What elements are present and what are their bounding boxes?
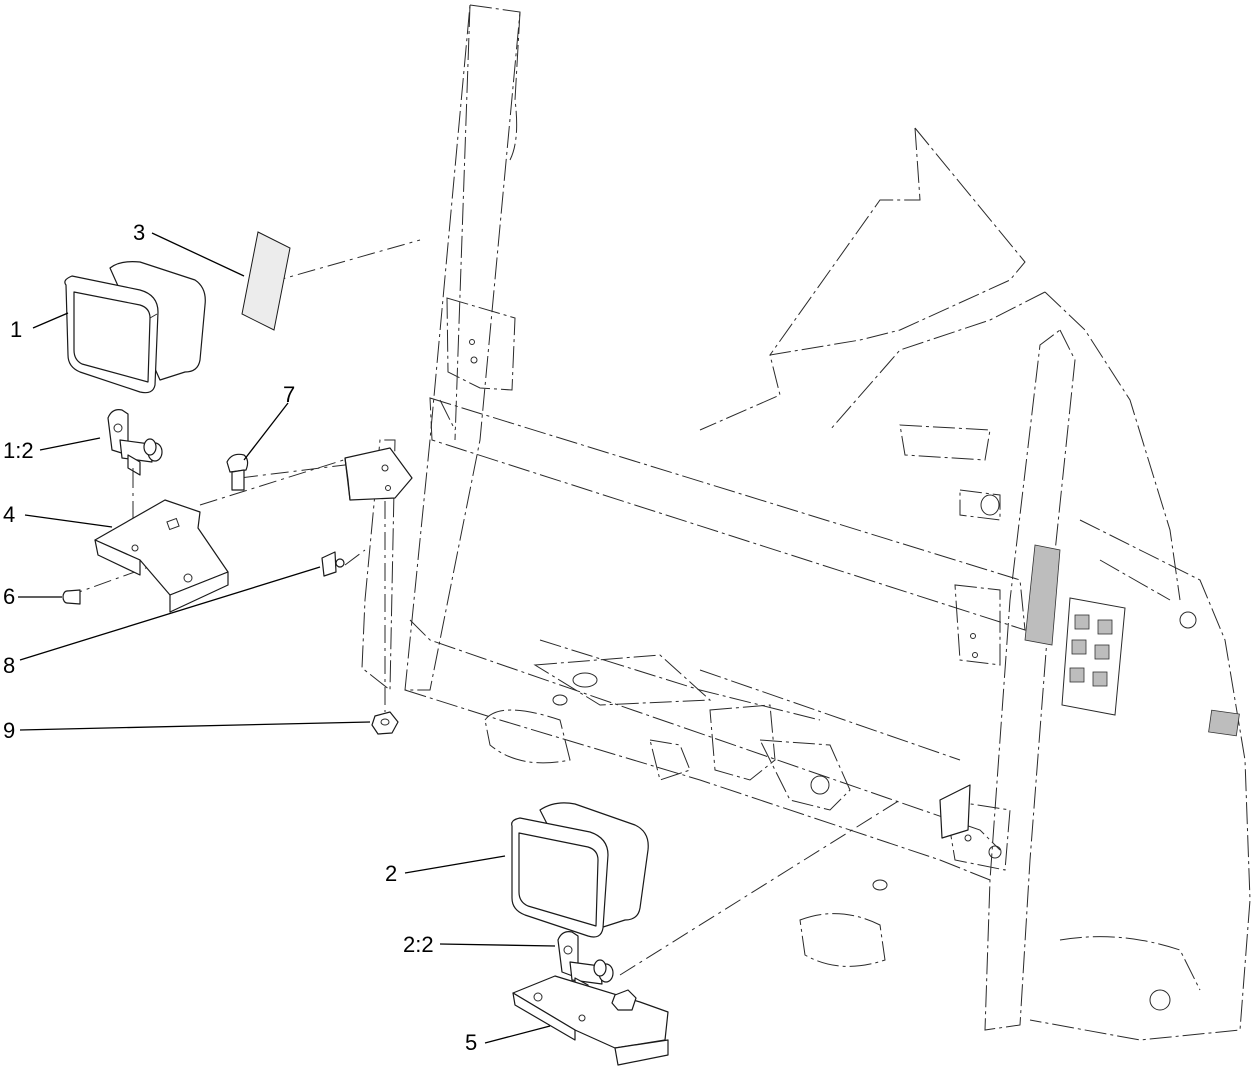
mount-bracket-upper [94,447,413,613]
leader-1-2 [39,437,101,451]
control-decal-panel [1061,597,1126,716]
leader-2 [404,855,506,874]
lamp-lower [511,802,649,938]
leader-1 [32,312,69,329]
leader-8 [19,566,321,661]
callout-8: 8 [3,653,15,678]
leader-9 [19,721,371,731]
leader-3 [151,232,245,277]
callout-5: 5 [465,1030,477,1055]
decal-3 [241,231,291,331]
callout-3: 3 [133,220,145,245]
screw-6 [62,589,81,605]
nut-9 [371,711,399,735]
leader-7 [243,402,289,461]
callout-9: 9 [3,718,15,743]
mount-bracket-lower [512,784,971,1066]
lamp-bracket-upper [107,409,163,480]
bolt-7 [226,453,249,491]
leader-2-2 [439,943,556,947]
callout-2: 2 [385,861,397,886]
leader-5 [484,1025,551,1044]
lamp-bracket-lower [557,931,614,996]
leader-4 [24,514,113,528]
callout-7: 7 [283,382,295,407]
callout-1: 1 [10,317,22,342]
leader-lines [18,232,556,1044]
callout-6: 6 [3,584,15,609]
machine-frame [361,4,1251,1041]
callout-1-2: 1:2 [3,438,34,463]
lamp-upper [64,261,206,394]
callout-labels: 1 1:2 3 4 6 7 8 9 2 2:2 5 [3,220,477,1055]
callout-2-2: 2:2 [403,932,434,957]
washer-8 [321,551,345,577]
callout-4: 4 [3,502,15,527]
